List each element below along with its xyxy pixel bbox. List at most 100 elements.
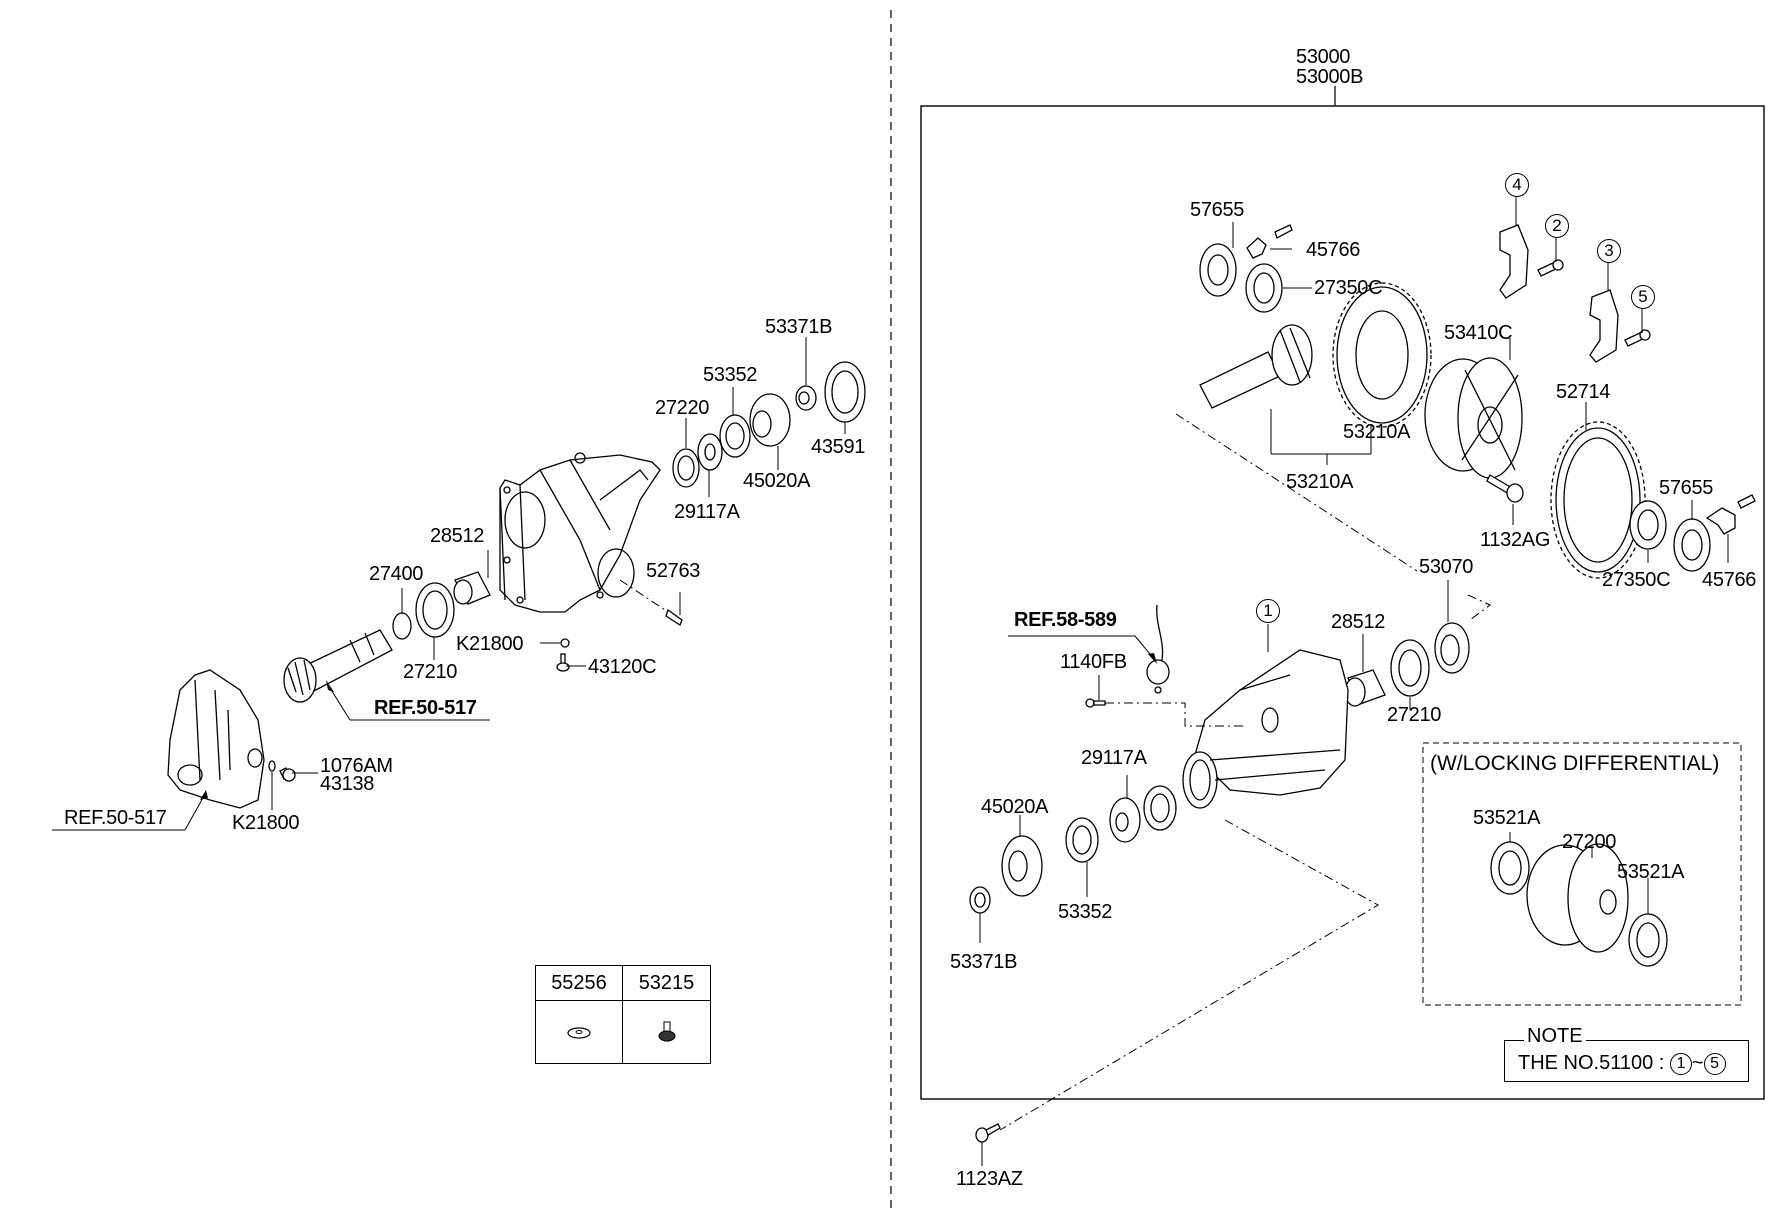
filler-plug-1076AM-icon: [279, 767, 296, 782]
part-label[interactable]: 53352: [703, 364, 758, 386]
locking-diff-27200-icon: [1526, 843, 1629, 953]
seal-53352-icon: [719, 414, 751, 458]
part-label[interactable]: 53070: [1419, 556, 1474, 578]
assembly-frame: [920, 105, 1765, 1100]
callout-2[interactable]: 2: [1545, 214, 1569, 238]
part-label[interactable]: 53371B: [765, 316, 833, 338]
seal-53352r-icon: [1065, 817, 1099, 863]
table-header[interactable]: 53215: [623, 966, 710, 1001]
callout-3[interactable]: 3: [1597, 239, 1621, 263]
bolt-2-icon: [1537, 259, 1564, 277]
bearing-53521Aa-icon: [1490, 841, 1530, 895]
callout-4[interactable]: 4: [1505, 173, 1529, 197]
note-title: NOTE: [1524, 1025, 1586, 1048]
tone-ring-52714-icon: [1550, 421, 1646, 579]
part-label[interactable]: 29117A: [1081, 747, 1147, 769]
part-label[interactable]: 27400: [369, 563, 424, 585]
part-label[interactable]: 53352: [1058, 901, 1113, 923]
part-label[interactable]: 27210: [403, 661, 458, 683]
part-label[interactable]: 27210: [1387, 704, 1442, 726]
washer-53070-icon: [1434, 622, 1470, 674]
part-label[interactable]: 52763: [646, 560, 701, 582]
spacer-28512r-icon: [1344, 669, 1386, 707]
part-label[interactable]: 53210A: [1286, 471, 1354, 493]
part-label[interactable]: 45766: [1306, 239, 1361, 261]
part-label[interactable]: 52714: [1556, 381, 1611, 403]
bolt-5-icon: [1624, 329, 1651, 347]
seal-57655a-icon: [1199, 243, 1237, 297]
part-label[interactable]: 43138: [320, 773, 375, 795]
part-label[interactable]: 57655: [1659, 477, 1714, 499]
plug-bolt-icon: [623, 1001, 710, 1063]
part-label[interactable]: 43120C: [588, 656, 657, 678]
bolt-1123AZ-icon: [975, 1123, 1001, 1143]
sensor-ref58589-icon: [1146, 604, 1170, 694]
right-leaders: [979, 196, 1729, 1166]
part-label[interactable]: 27350C: [1314, 277, 1383, 299]
callout-5[interactable]: 5: [1631, 285, 1655, 309]
note-text: THE NO.51100 : 1~5: [1518, 1052, 1726, 1075]
bracket-45766b-icon: [1705, 494, 1756, 535]
bolt-52763-icon: [619, 579, 683, 626]
part-label[interactable]: 53410C: [1444, 322, 1513, 344]
reference-link[interactable]: REF.58-589: [1014, 609, 1117, 631]
part-label[interactable]: 45020A: [981, 796, 1049, 818]
reference-link[interactable]: REF.50-517: [64, 807, 167, 829]
bearing-27350Cb-icon: [1629, 500, 1667, 550]
bearing-27220-icon: [672, 448, 700, 488]
drain-plug-43120C-icon: [556, 653, 570, 672]
part-label[interactable]: 57655: [1190, 199, 1245, 221]
part-label[interactable]: 27200: [1562, 831, 1617, 853]
part-label[interactable]: 1076AM: [320, 755, 393, 777]
bolt-1140FB-icon: [1085, 698, 1106, 708]
oring-27400-icon: [392, 612, 412, 640]
carrier-housing-icon: [499, 452, 661, 613]
part-label[interactable]: 53210A: [1343, 421, 1411, 443]
washer-k21800-icon: [560, 638, 570, 648]
note-range-start: 1: [1669, 1052, 1692, 1075]
part-label[interactable]: 27220: [655, 397, 710, 419]
small-parts-table: 55256 53215: [535, 965, 711, 1064]
part-label[interactable]: 53371B: [950, 951, 1018, 973]
part-label[interactable]: 1140FB: [1060, 651, 1127, 673]
part-label[interactable]: 45020A: [743, 470, 811, 492]
flange-45020Ar-icon: [1001, 835, 1043, 897]
nut-53371B-icon: [795, 385, 817, 411]
table-header[interactable]: 55256: [536, 966, 623, 1001]
bearing-53521Ab-icon: [1628, 913, 1668, 967]
part-label[interactable]: K21800: [456, 633, 524, 655]
bearing-27210r-icon: [1390, 639, 1430, 697]
ring-gear-53210A-icon: [1332, 282, 1432, 428]
bolt-1132AG-icon: [1486, 474, 1524, 503]
cap-4-icon: [1499, 224, 1529, 299]
part-label[interactable]: 28512: [430, 525, 485, 547]
part-label[interactable]: 53521A: [1473, 807, 1541, 829]
note-box: [1504, 1040, 1749, 1082]
locking-section-title: (W/LOCKING DIFFERENTIAL): [1430, 752, 1720, 775]
part-label[interactable]: 29117A: [674, 501, 740, 523]
part-label[interactable]: 1123AZ: [956, 1168, 1023, 1190]
assembly-number[interactable]: 53000B: [1296, 66, 1364, 88]
part-label[interactable]: 53521A: [1617, 861, 1685, 883]
diff-case-53410C-icon: [1424, 357, 1523, 479]
flange-45020A-icon: [749, 393, 791, 447]
part-label[interactable]: 28512: [1331, 611, 1386, 633]
carrier-1-icon: [1182, 649, 1349, 809]
part-label[interactable]: K21800: [232, 812, 300, 834]
seal-43591-icon: [824, 361, 866, 423]
bearing-27350Ca-icon: [1245, 263, 1312, 313]
washer-29117A-icon: [697, 433, 723, 471]
part-label[interactable]: 45766: [1702, 569, 1757, 591]
drive-pinion-53210A-icon: [1199, 324, 1313, 409]
part-label[interactable]: 27350C: [1602, 569, 1671, 591]
callout-1[interactable]: 1: [1256, 599, 1280, 623]
part-label[interactable]: 1132AG: [1480, 529, 1551, 551]
bearing-27210-icon: [415, 582, 455, 638]
rear-cover-icon: [167, 669, 265, 809]
part-label[interactable]: 43591: [811, 436, 866, 458]
bearing-29117Ar-icon: [1143, 785, 1177, 831]
reference-link[interactable]: REF.50-517: [374, 697, 477, 719]
left-leaders: [52, 337, 846, 831]
assembly-number[interactable]: 53000: [1296, 46, 1351, 68]
